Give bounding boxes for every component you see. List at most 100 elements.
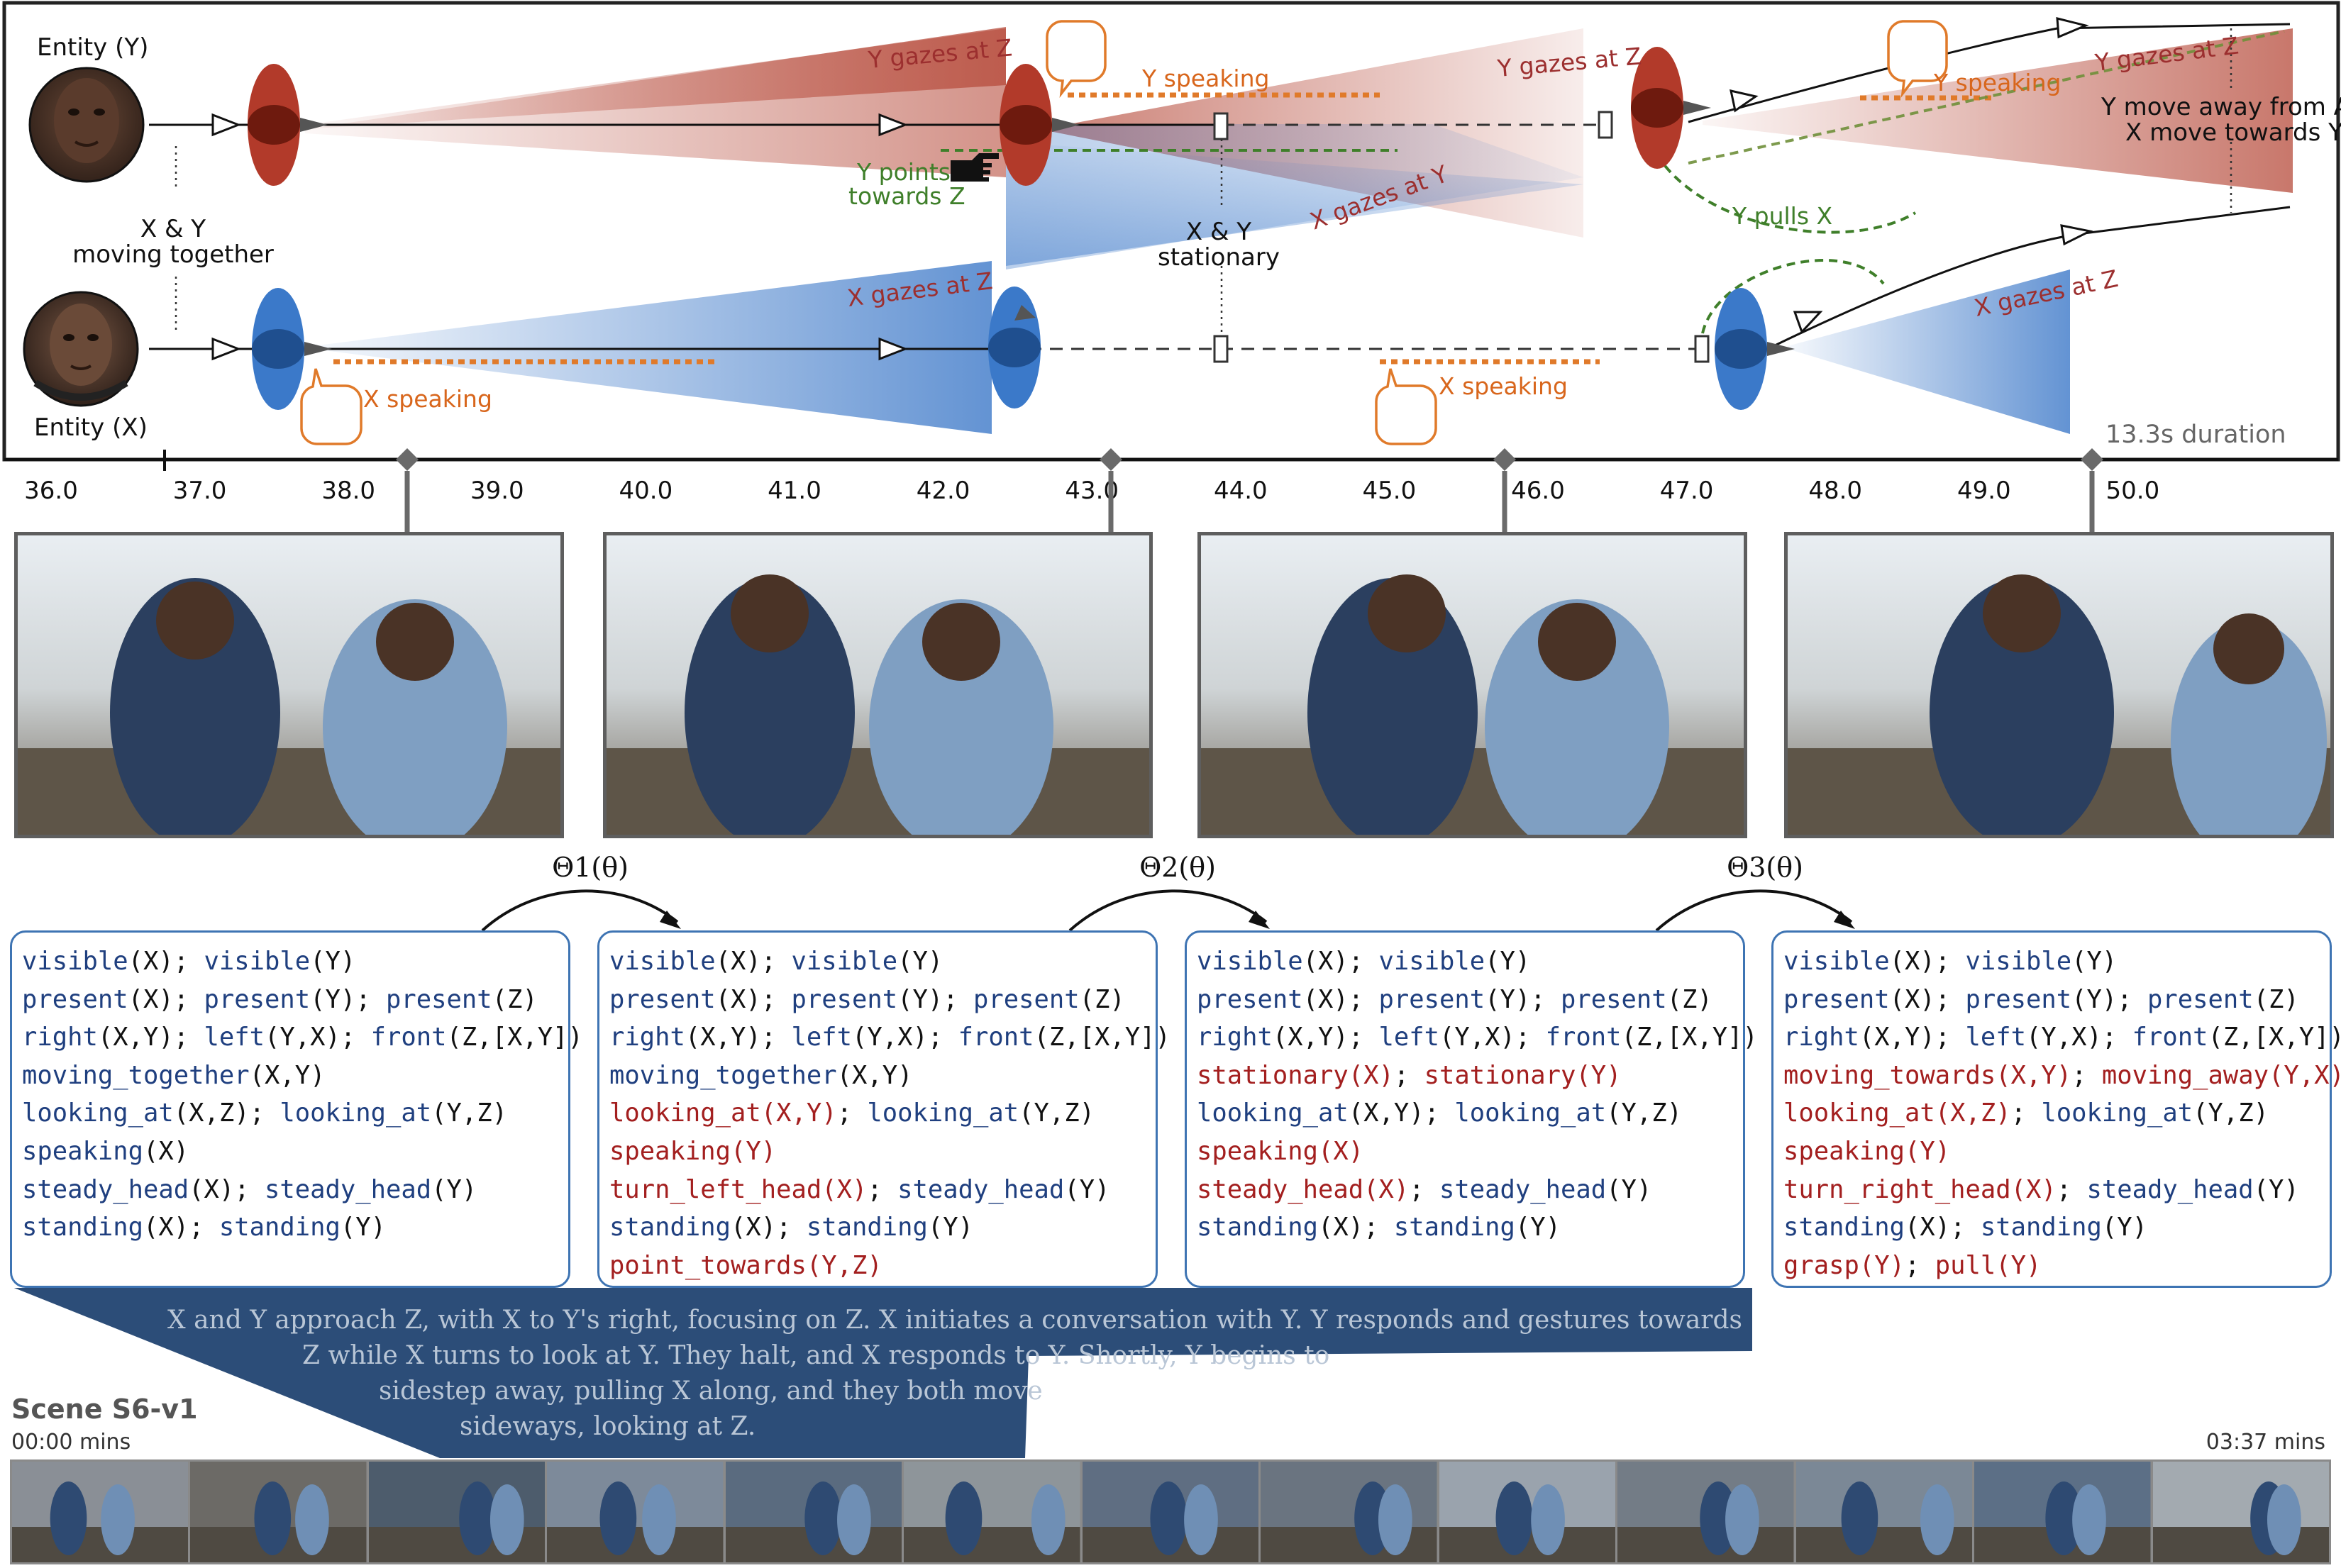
changed-predicate-name: speaking — [1783, 1136, 1905, 1166]
predicate-name: present — [1378, 984, 1485, 1014]
predicate-name: steady_head — [897, 1174, 1065, 1204]
tick-label: 42.0 — [917, 477, 970, 505]
predicate-separator: ; — [1424, 1099, 1455, 1128]
predicate-name: present — [973, 984, 1080, 1014]
changed-predicate-name: speaking — [1197, 1136, 1318, 1166]
predicate-name: present — [1783, 984, 1890, 1014]
x-gaze-y-cone-b — [1006, 124, 1583, 269]
predicate-name: left — [791, 1023, 853, 1052]
predicate-args: (X) — [2010, 1174, 2057, 1204]
transition-3-label: Θ3(θ) — [1727, 852, 1803, 883]
y-pulls-x-curve — [1649, 141, 1917, 334]
predicate-separator: ; — [249, 1099, 280, 1128]
predicate-separator: ; — [760, 947, 792, 976]
predicate-args: (Y) — [1859, 1250, 1905, 1280]
predicate-args: (X) — [1889, 984, 1935, 1014]
predicate-name: present — [2147, 984, 2254, 1014]
predicate-name: visible — [204, 947, 311, 976]
entity-y-avatar — [28, 67, 145, 183]
predicate-line: looking_at(X,Y); looking_at(Y,Z) — [1197, 1094, 1743, 1133]
predicate-name: standing — [1783, 1213, 1905, 1242]
predicate-separator: ; — [2056, 1174, 2087, 1204]
predicate-name: left — [204, 1023, 265, 1052]
predicate-line: moving_together(X,Y) — [609, 1057, 1156, 1095]
predicate-name: present — [791, 984, 898, 1014]
predicate-name: left — [1965, 1023, 2027, 1052]
predicate-separator: ; — [173, 984, 204, 1014]
predicate-line: right(X,Y); left(Y,X); front(Z,[X,Y]) — [22, 1018, 583, 1057]
predicate-name: front — [958, 1023, 1034, 1052]
predicate-args: (X) — [143, 1213, 189, 1242]
predicate-separator: ; — [1348, 1023, 1379, 1052]
predicate-line: stationary(X); stationary(Y) — [1197, 1057, 1743, 1095]
predicate-args: (X) — [189, 1174, 235, 1204]
predicate-separator: ; — [1393, 1060, 1424, 1090]
transition-2-label: Θ2(θ) — [1139, 852, 1216, 883]
tick-label: 40.0 — [619, 477, 673, 505]
predicate-args: (Y) — [1515, 1213, 1561, 1242]
keyframe-1 — [14, 532, 564, 838]
scene-thumbnail — [1795, 1462, 1975, 1562]
predicate-name: right — [1197, 1023, 1273, 1052]
predicate-args: (X,Y) — [685, 1023, 761, 1052]
entity-x-label: Entity (X) — [34, 413, 148, 442]
state-box-4: visible(X); visible(Y)present(X); presen… — [1771, 930, 2341, 1288]
predicate-args: (Y,X) — [852, 1023, 928, 1052]
predicate-separator: ; — [1950, 1213, 1981, 1242]
predicate-args: (Y) — [340, 1213, 386, 1242]
pointing-hand-icon — [951, 153, 999, 182]
predicate-args: (Y) — [730, 1136, 777, 1166]
transition-arrowheads — [660, 911, 1855, 929]
predicate-line: steady_head(X); steady_head(Y) — [1197, 1171, 1743, 1209]
changed-predicate-name: moving_towards — [1783, 1060, 1996, 1090]
predicate-name: looking_at — [22, 1099, 174, 1128]
scene-thumbnail — [368, 1462, 548, 1562]
predicate-name: standing — [1393, 1213, 1515, 1242]
changed-predicate-name: steady_head — [1197, 1174, 1364, 1204]
speaking-lines — [333, 92, 1993, 365]
scene-thumbnail — [1974, 1462, 2153, 1562]
keyframe-4-image — [1788, 535, 2330, 835]
predicate-args: (X) — [715, 947, 761, 976]
keyframe-2-image — [607, 535, 1149, 835]
predicate-name: standing — [22, 1213, 143, 1242]
predicate-name: looking_at — [280, 1099, 432, 1128]
predicate-separator: ; — [2101, 1023, 2132, 1052]
state-box-2: visible(X); visible(Y)present(X); presen… — [597, 930, 1170, 1288]
keyframe-3 — [1197, 532, 1747, 838]
predicate-name: present — [609, 984, 716, 1014]
predicate-args: (Y,Z) — [806, 1250, 882, 1280]
thumbnail-image — [368, 1462, 546, 1562]
predicate-line: present(X); present(Y); present(Z) — [1197, 981, 1743, 1019]
tick-label: 46.0 — [1511, 477, 1565, 505]
predicate-line: point_towards(Y,Z) — [609, 1247, 1156, 1285]
predicate-line: moving_towards(X,Y); moving_away(Y,X) — [1783, 1057, 2341, 1095]
predicate-args: (Y) — [2071, 947, 2118, 976]
predicate-line: present(X); present(Y); present(Z) — [1783, 981, 2330, 1019]
predicate-line: right(X,Y); left(Y,X); front(Z,[X,Y]) — [1197, 1018, 1758, 1057]
y-entity-markers — [248, 47, 1711, 186]
predicate-name: looking_at — [2041, 1099, 2193, 1128]
changed-predicate-name: moving_away — [2101, 1060, 2269, 1090]
predicate-args: (Y) — [1576, 1060, 1622, 1090]
predicate-name: moving_together — [609, 1060, 837, 1090]
predicate-args: (Y) — [897, 984, 943, 1014]
predicate-separator: ; — [927, 1023, 958, 1052]
predicate-name: visible — [1965, 947, 2072, 976]
predicate-name: present — [22, 984, 128, 1014]
predicate-args: (X) — [1348, 1060, 1394, 1090]
y-pulls-x-label: Y pulls X — [1732, 202, 1832, 230]
predicate-line: turn_left_head(X); steady_head(Y) — [609, 1171, 1156, 1209]
predicate-line: visible(X); visible(Y) — [1783, 943, 2330, 981]
predicate-name: present — [1965, 984, 2072, 1014]
tick-label: 36.0 — [24, 477, 78, 505]
predicate-separator: ; — [776, 1213, 807, 1242]
predicate-name: left — [1378, 1023, 1440, 1052]
predicate-separator: ; — [340, 1023, 371, 1052]
thumbnail-image — [725, 1462, 902, 1562]
scene-thumbnail-strip — [10, 1459, 2331, 1564]
trajectory-arrows — [211, 17, 2093, 361]
predicate-line: standing(X); standing(Y) — [609, 1208, 1156, 1247]
